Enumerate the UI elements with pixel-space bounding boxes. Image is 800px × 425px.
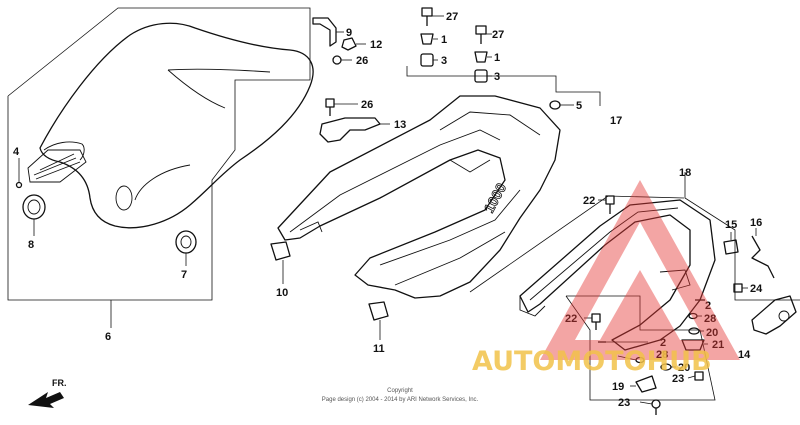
callout-1: 1 (494, 52, 500, 64)
callout-13: 13 (394, 119, 406, 131)
plate-21[interactable] (681, 339, 705, 351)
callout-3: 3 (441, 55, 447, 67)
rubber-3-upper[interactable] (420, 53, 434, 67)
callout-1: 1 (441, 34, 447, 46)
watermark-text: AUTOMOTOHUB (472, 346, 712, 377)
callout-6: 6 (105, 331, 111, 343)
rear-cowl-box (406, 66, 601, 106)
callout-4: 4 (13, 146, 20, 158)
callout-28: 28 (704, 313, 716, 325)
callout-2: 2 (660, 337, 666, 349)
callout-17: 17 (610, 115, 622, 127)
bolt-26-upper[interactable] (332, 55, 342, 65)
seat-grommet-8[interactable] (22, 194, 46, 220)
leader-lines (18, 15, 757, 405)
callout-16: 16 (750, 217, 762, 229)
grab-rail-box-lower (565, 295, 716, 401)
holder-19[interactable] (635, 375, 657, 393)
callouts: 27 1 3 27 1 3 9 12 26 26 13 5 17 4 8 7 6… (13, 11, 763, 409)
callout-5: 5 (576, 100, 582, 112)
watermark-logo (540, 180, 740, 360)
bolt-27-lower[interactable] (475, 25, 487, 44)
callout-27: 27 (492, 29, 504, 41)
grommet-5[interactable] (549, 100, 561, 110)
helmet-holder-cable-16[interactable] (751, 235, 775, 279)
bolt-27-upper[interactable] (421, 7, 433, 26)
seat-assembly-box (7, 7, 311, 301)
helmet-holder-14[interactable] (751, 295, 797, 335)
seat-lock-bracket-9[interactable] (312, 17, 337, 47)
callout-10: 10 (276, 287, 288, 299)
grab-rail-box (684, 178, 800, 301)
callout-23: 23 (618, 397, 630, 409)
collar-1-upper[interactable] (420, 33, 434, 45)
callout-14: 14 (738, 349, 751, 361)
cowl-emblem: 1000 (481, 180, 510, 215)
callout-15: 15 (725, 219, 737, 231)
bolt-22-upper[interactable] (605, 195, 615, 214)
copyright-label: Copyright (387, 388, 413, 394)
front-direction-arrow: FR. (28, 378, 67, 408)
callout-18: 18 (679, 167, 691, 179)
nut-12[interactable] (341, 37, 357, 51)
callout-11: 11 (373, 343, 385, 355)
seat-bolt-4[interactable] (15, 181, 23, 189)
nut-20-upper[interactable] (688, 327, 700, 335)
callout-26: 26 (356, 55, 368, 67)
callout-3: 3 (494, 71, 500, 83)
callout-2: 2 (705, 300, 711, 312)
callout-20: 20 (706, 327, 718, 339)
callout-20: 20 (678, 362, 690, 374)
seat[interactable] (27, 22, 314, 229)
cushion-10[interactable] (270, 241, 291, 261)
callout-12: 12 (370, 39, 382, 51)
callout-28: 28 (656, 349, 668, 361)
collar-1-lower[interactable] (474, 51, 488, 63)
callout-23: 23 (672, 373, 684, 385)
rear-cowl[interactable] (277, 95, 561, 299)
seat-catch-13[interactable] (319, 117, 381, 143)
grab-rail[interactable] (519, 199, 716, 351)
callout-8: 8 (28, 239, 34, 251)
grommet-15[interactable] (723, 239, 739, 255)
seat-grommet-7[interactable] (175, 230, 197, 254)
callout-22: 22 (583, 195, 595, 207)
callout-22: 22 (565, 313, 577, 325)
callout-24: 24 (750, 283, 763, 295)
bolt-26-lower[interactable] (325, 98, 335, 116)
callout-9: 9 (346, 27, 352, 39)
callout-27: 27 (446, 11, 458, 23)
callout-19: 19 (612, 381, 624, 393)
bolt-23-bottom[interactable] (651, 399, 661, 415)
bolt-22-lower[interactable] (591, 313, 601, 330)
callout-21: 21 (712, 339, 724, 351)
callout-26: 26 (361, 99, 373, 111)
callout-7: 7 (181, 269, 187, 281)
cushion-11[interactable] (368, 301, 389, 321)
copyright-text: Page design (c) 2004 - 2014 by ARI Netwo… (322, 397, 479, 403)
svg-text:FR.: FR. (52, 378, 67, 388)
